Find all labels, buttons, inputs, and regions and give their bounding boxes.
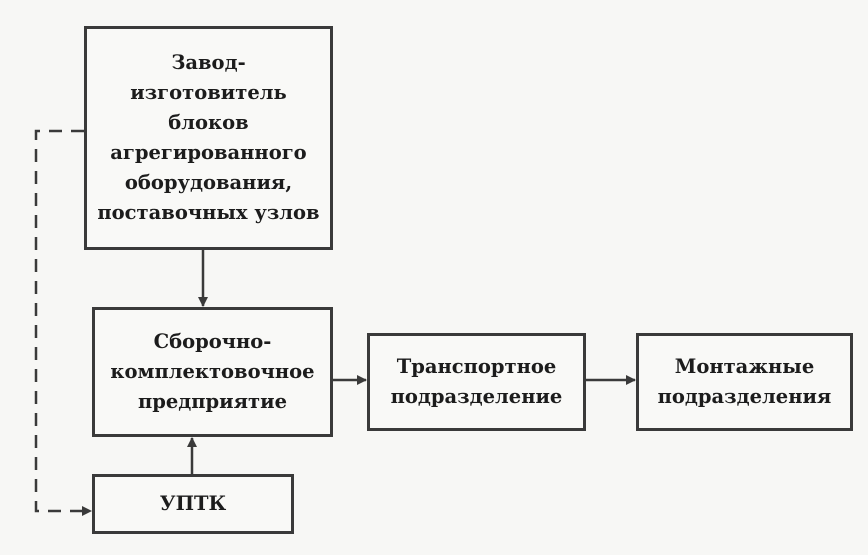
block-installation-divisions: Монтажные подразделения: [636, 333, 853, 431]
block-transport-division: Транспортное подразделение: [367, 333, 586, 431]
block-uptk: УПТК: [92, 474, 294, 534]
block-uptk-label: УПТК: [159, 492, 227, 515]
block-manufacturer: Завод- изготовитель блоков агрегированно…: [84, 26, 333, 250]
block-assembly-enterprise: Сборочно- комплектовочное предприятие: [92, 307, 333, 437]
block-installation-label: Монтажные подразделения: [657, 355, 832, 408]
block-manufacturer-label: Завод- изготовитель блоков агрегированно…: [97, 51, 320, 224]
dashed-arrow-manufacturer-to-uptk: [34, 129, 92, 516]
block-assembly-label: Сборочно- комплектовочное предприятие: [110, 330, 315, 413]
block-transport-label: Транспортное подразделение: [390, 355, 563, 408]
